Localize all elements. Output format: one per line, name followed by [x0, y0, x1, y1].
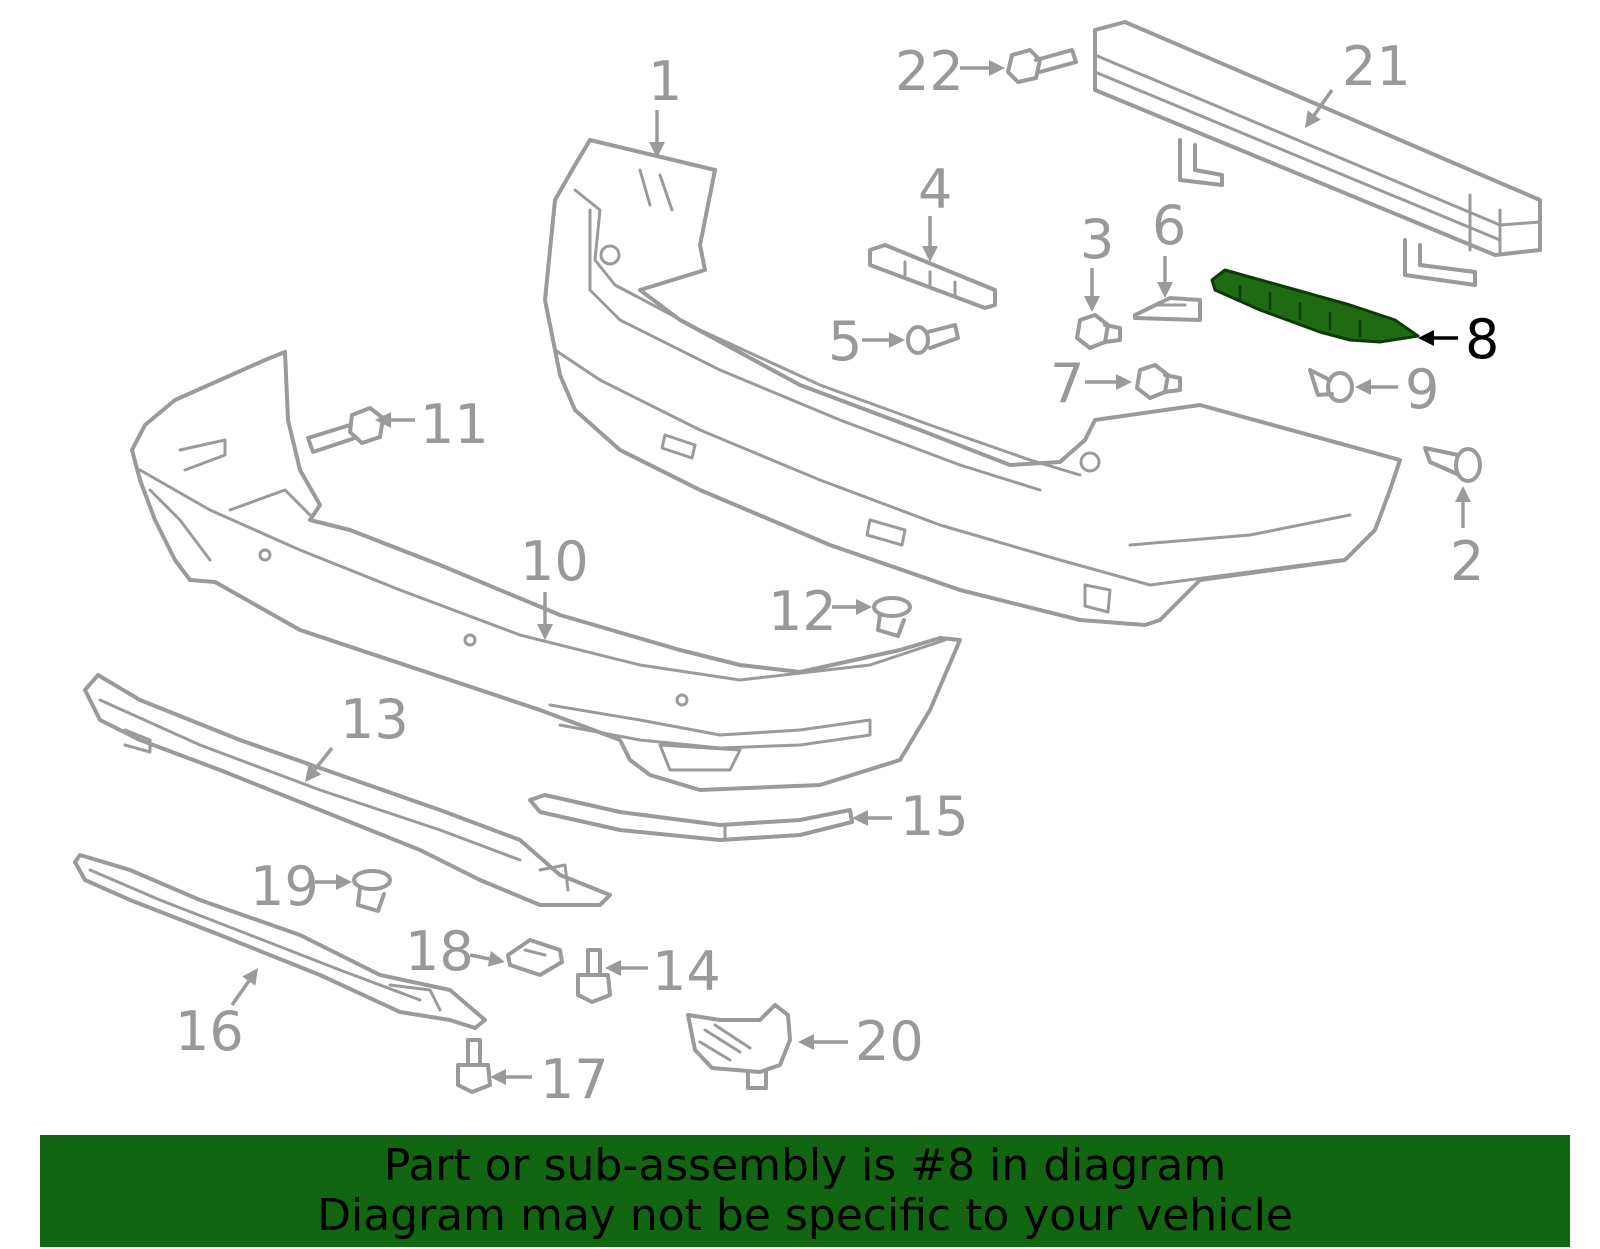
callout-21[interactable]: 21 — [1342, 35, 1411, 98]
leader-line-13 — [313, 746, 334, 771]
part-20-reflector[interactable] — [686, 1003, 792, 1090]
arrowhead-14 — [605, 960, 621, 976]
callout-6[interactable]: 6 — [1152, 194, 1186, 257]
arrowhead-21 — [1305, 110, 1321, 128]
arrowhead-16 — [242, 968, 258, 986]
part-2-screw[interactable] — [1423, 446, 1482, 483]
callout-9[interactable]: 9 — [1405, 358, 1439, 421]
part-3-nut[interactable] — [1075, 313, 1122, 350]
arrowhead-2 — [1455, 486, 1471, 502]
callout-3[interactable]: 3 — [1080, 208, 1114, 271]
callout-20[interactable]: 20 — [855, 1010, 924, 1073]
arrowhead-7 — [1116, 374, 1132, 390]
part-11-bolt[interactable] — [306, 406, 385, 454]
arrowhead-18 — [487, 951, 505, 967]
part-5-screw[interactable] — [906, 323, 960, 355]
leader-arrows — [230, 60, 1471, 1085]
arrowhead-8 — [1418, 330, 1434, 346]
callout-18[interactable]: 18 — [405, 920, 474, 983]
arrowhead-10 — [537, 624, 553, 640]
part-18-clip-nut[interactable] — [506, 938, 564, 977]
arrowhead-13 — [305, 764, 322, 782]
banner-line-part: Part or sub-assembly is #8 in diagram — [383, 1140, 1227, 1191]
part-17-bolt[interactable] — [456, 1038, 492, 1094]
callout-2[interactable]: 2 — [1450, 530, 1484, 593]
arrowhead-6 — [1157, 282, 1173, 298]
info-banner: Part or sub-assembly is #8 in diagram Di… — [40, 1135, 1570, 1247]
callout-17[interactable]: 17 — [540, 1048, 609, 1111]
part-22-bolt[interactable] — [1006, 48, 1078, 84]
callout-7[interactable]: 7 — [1050, 352, 1084, 415]
arrowhead-5 — [889, 332, 905, 348]
callout-22[interactable]: 22 — [895, 40, 964, 103]
callout-15[interactable]: 15 — [900, 785, 969, 848]
part-15-molding[interactable] — [528, 793, 854, 842]
arrowhead-17 — [490, 1069, 506, 1085]
callout-16[interactable]: 16 — [175, 1000, 244, 1063]
callout-4[interactable]: 4 — [918, 158, 952, 221]
arrowhead-4 — [922, 246, 938, 262]
part-12-grommet[interactable] — [872, 596, 912, 638]
part-7-nut[interactable] — [1135, 363, 1182, 400]
arrowhead-1 — [649, 142, 665, 158]
banner-line-disclaimer: Diagram may not be specific to your vehi… — [317, 1190, 1293, 1241]
part-21-reinforcement-beam[interactable] — [1093, 20, 1542, 287]
callout-10[interactable]: 10 — [520, 530, 589, 593]
callout-13[interactable]: 13 — [340, 688, 409, 751]
leader-line-16 — [230, 980, 251, 1007]
part-13-lower-garnish[interactable] — [83, 673, 612, 907]
callout-19[interactable]: 19 — [250, 855, 319, 918]
arrowhead-22 — [989, 60, 1005, 76]
arrowhead-12 — [856, 599, 872, 615]
arrowhead-19 — [336, 874, 352, 890]
callout-5[interactable]: 5 — [828, 310, 862, 373]
part-16-lower-panel[interactable] — [73, 853, 487, 1030]
part-10-lower-bumper-cover[interactable] — [130, 350, 962, 792]
callout-12[interactable]: 12 — [768, 580, 837, 643]
callout-1[interactable]: 1 — [648, 50, 682, 113]
leader-line-21 — [1312, 88, 1334, 116]
arrowhead-20 — [798, 1034, 814, 1050]
arrowhead-3 — [1084, 296, 1100, 312]
arrowhead-9 — [1355, 379, 1371, 395]
part-4-retainer[interactable] — [868, 243, 997, 310]
callout-8[interactable]: 8 — [1465, 308, 1499, 371]
callout-14[interactable]: 14 — [652, 940, 721, 1003]
parts-diagram: 1 2 3 4 5 6 7 8 9 10 11 12 13 14 15 16 1… — [73, 20, 1542, 1111]
leader-line-18 — [469, 953, 490, 961]
part-19-grommet[interactable] — [352, 869, 392, 913]
arrowhead-15 — [852, 810, 868, 826]
part-1-upper-bumper-cover[interactable] — [543, 138, 1402, 627]
part-9-screw[interactable] — [1308, 368, 1354, 403]
part-14-bolt[interactable] — [576, 948, 612, 1004]
part-6-bracket[interactable] — [1133, 296, 1202, 322]
arrowhead-11 — [375, 412, 391, 428]
part-8-bumper-bracket[interactable] — [1210, 268, 1420, 344]
callout-11[interactable]: 11 — [420, 393, 489, 456]
